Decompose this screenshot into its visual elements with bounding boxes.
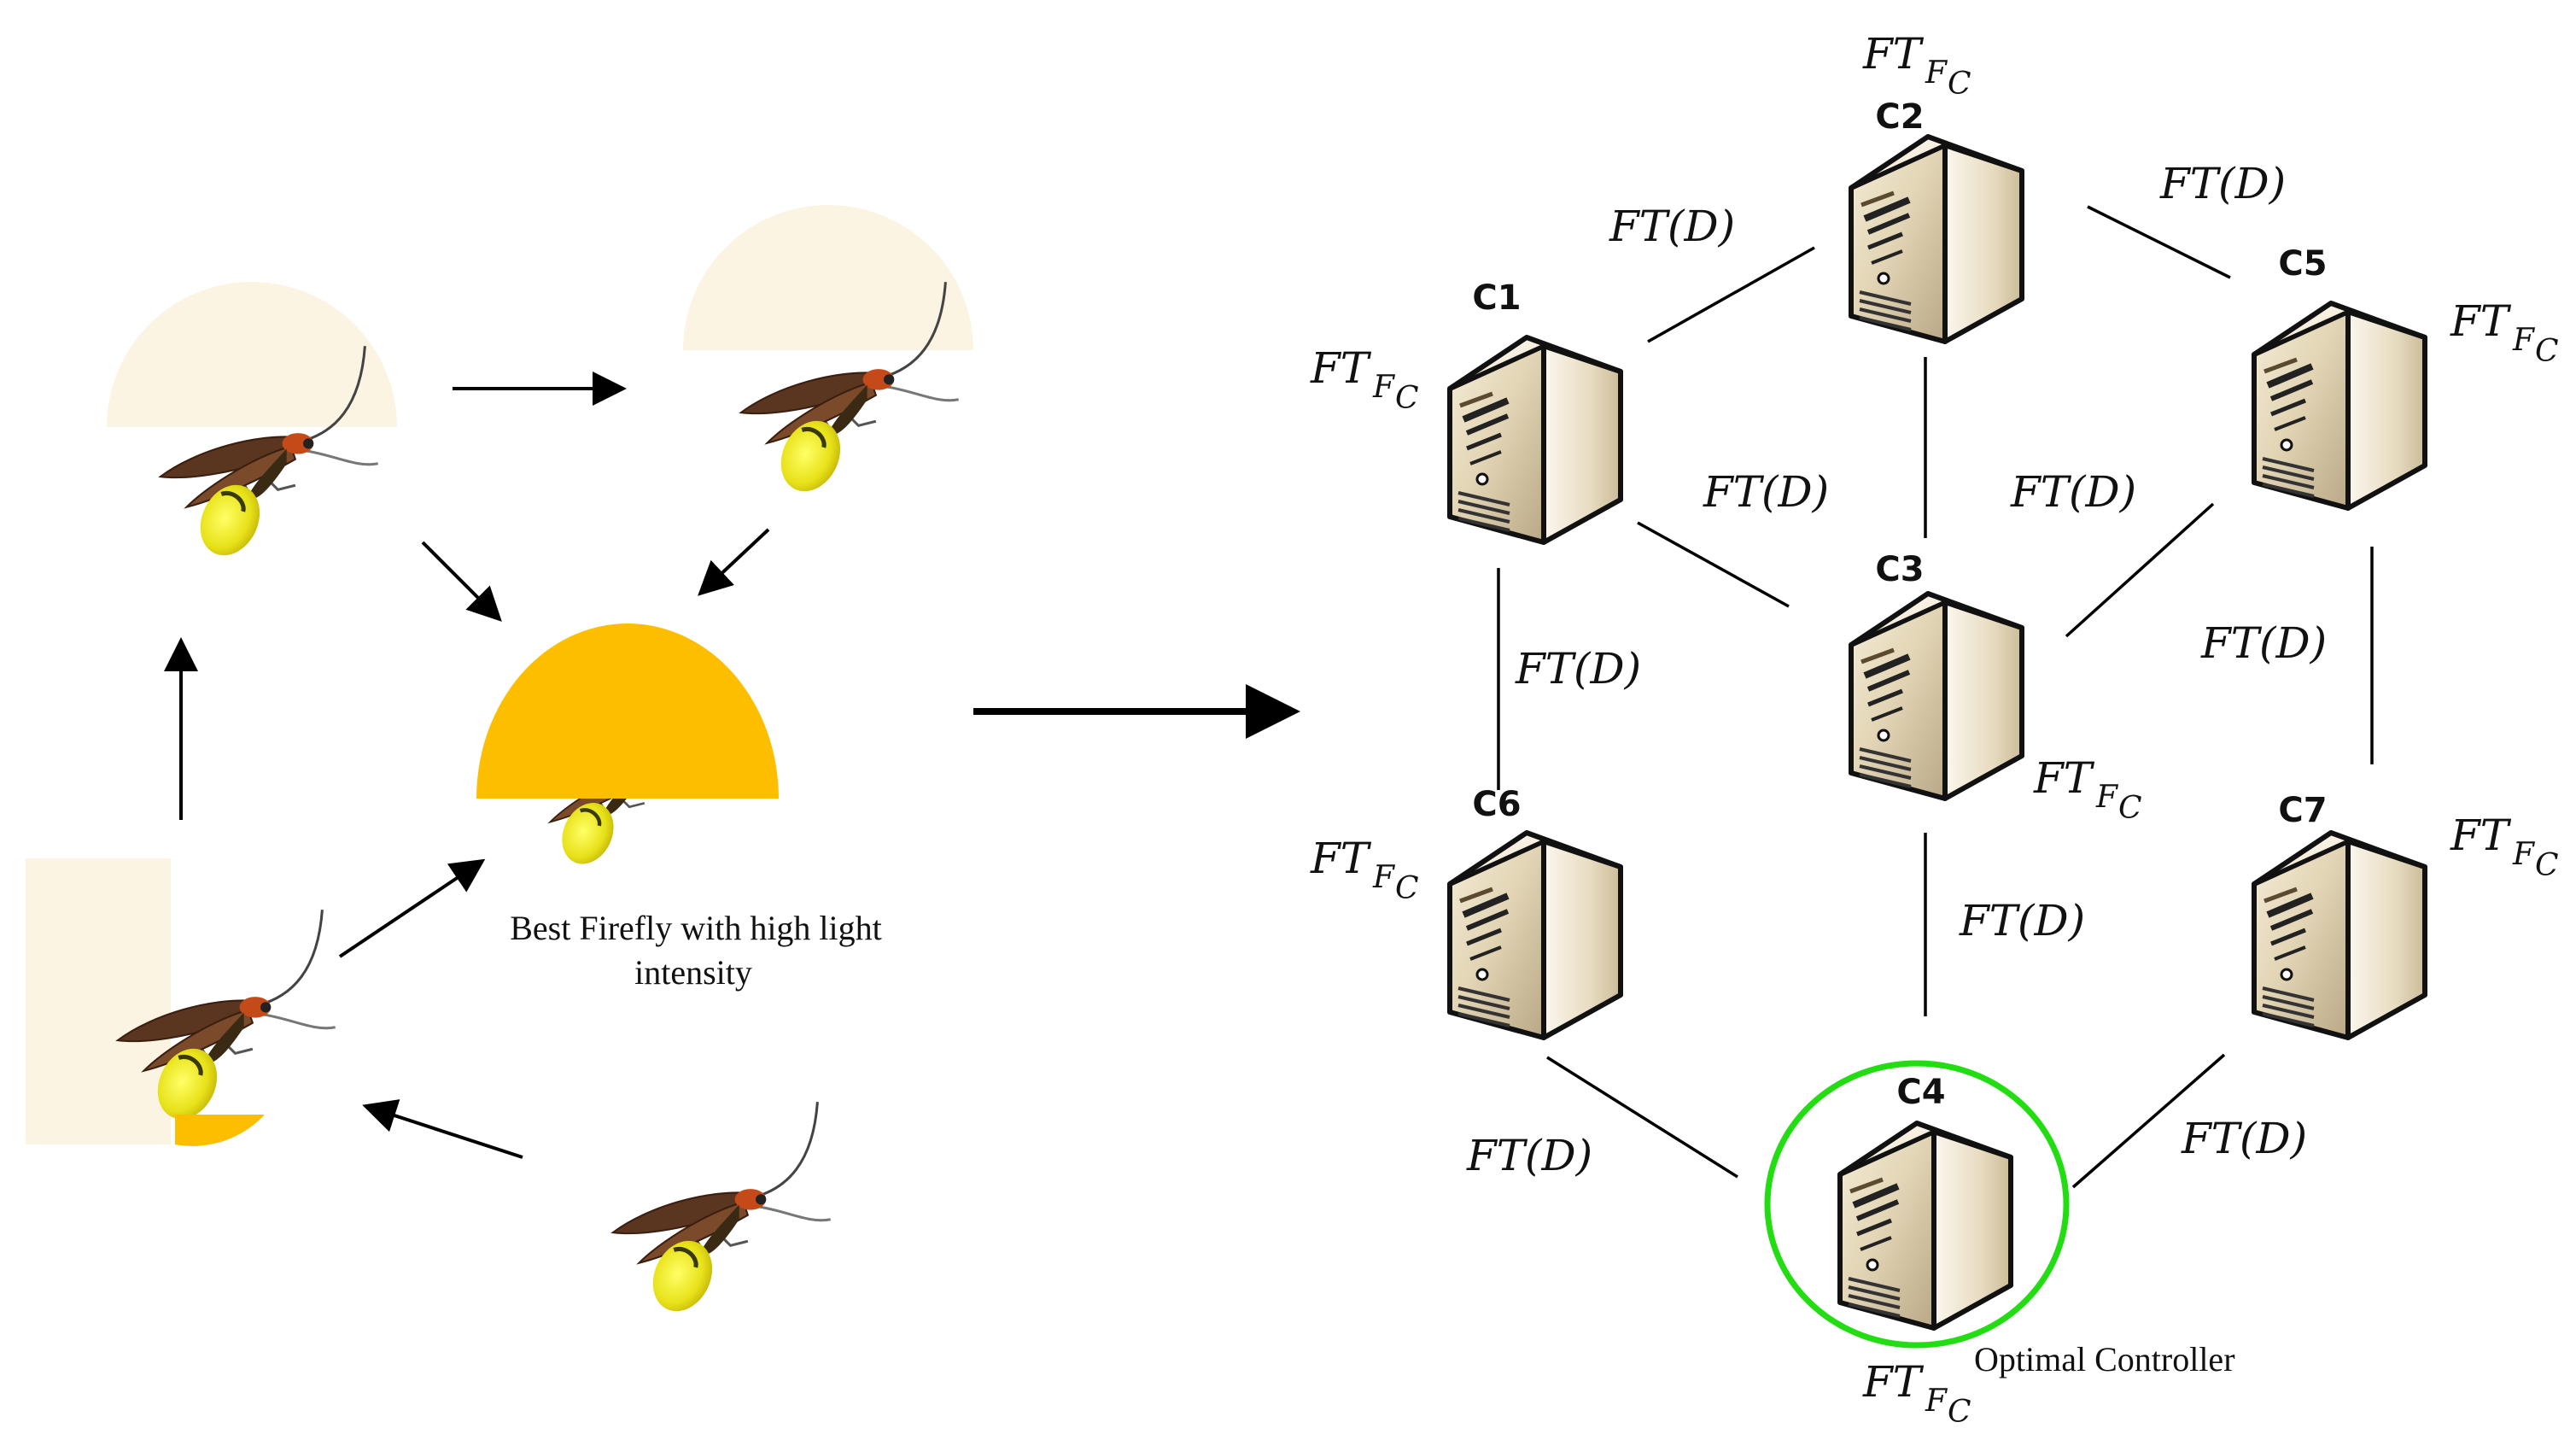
server-tower-icon <box>1450 833 1621 1038</box>
ft-fc-label: FT F C <box>2033 753 2142 826</box>
server-tower-icon <box>1450 337 1621 542</box>
arrow <box>362 1099 523 1159</box>
svg-text:F: F <box>1372 370 1396 405</box>
arrow <box>698 528 770 596</box>
controller-c5: C5 <box>2254 244 2425 508</box>
ft-d-label: FT(D) <box>2159 159 2286 208</box>
controller-c7: C7 <box>2254 791 2425 1038</box>
svg-text:FT: FT <box>1862 1357 1925 1407</box>
ft-d-label: FT(D) <box>1609 202 1735 251</box>
svg-text:C: C <box>2535 334 2559 369</box>
controller-label: C7 <box>2278 791 2327 830</box>
best-firefly-caption-line2: intensity <box>634 953 752 992</box>
svg-text:F: F <box>1925 56 1948 91</box>
svg-text:C: C <box>1395 381 1419 416</box>
arrow <box>421 541 502 622</box>
link-c1-c2 <box>1647 246 1815 343</box>
svg-text:FT: FT <box>2033 753 2095 803</box>
firefly-icon <box>613 1102 831 1320</box>
svg-text:C: C <box>1948 67 1971 102</box>
ft-fc-label: FT F C <box>2450 296 2559 369</box>
controller-c1: C1 <box>1450 278 1621 542</box>
svg-text:F: F <box>2095 780 2119 815</box>
svg-text:F: F <box>1925 1384 1948 1419</box>
ft-d-label: FT(D) <box>1515 644 1641 694</box>
server-tower-icon <box>1851 137 2022 342</box>
svg-text:F: F <box>2512 837 2536 872</box>
link-c7-c4 <box>2071 1053 2226 1189</box>
best-firefly-caption: Best Firefly with high light <box>510 909 882 947</box>
faint-glow-top-left <box>107 282 397 427</box>
faint-glow-top-right <box>683 205 973 350</box>
controller-label: C2 <box>1875 97 1924 137</box>
link-c6-c4 <box>1546 1056 1738 1179</box>
link-c1-c3 <box>1637 521 1790 608</box>
left-panel: Best Firefly with high light intensity <box>26 205 973 1321</box>
ft-fc-label: FT F C <box>1310 834 1419 906</box>
link-c3-c5 <box>2065 502 2215 638</box>
network-links <box>1497 205 2374 1189</box>
svg-text:C: C <box>1948 1395 1971 1430</box>
controller-c6: C6 <box>1450 785 1621 1038</box>
faint-glow-bottom-left-fill <box>26 858 171 1144</box>
svg-text:FT: FT <box>2450 296 2512 346</box>
server-tower-icon <box>1851 594 2022 799</box>
ft-d-label: FT(D) <box>2200 618 2327 668</box>
svg-text:C: C <box>2535 848 2559 883</box>
server-tower-icon <box>2254 833 2425 1038</box>
svg-text:FT: FT <box>1310 343 1372 393</box>
controller-network: C1 C2 C3 C4 C5 C6 C7 FT F C <box>1310 29 2559 1430</box>
controller-label: C4 <box>1896 1073 1945 1112</box>
controller-label: C1 <box>1472 278 1521 318</box>
controller-label: C5 <box>2278 244 2327 284</box>
ft-fc-label: FT F C <box>1862 1357 1971 1430</box>
ft-fc-label: FT F C <box>1862 29 1971 102</box>
controller-c2: C2 <box>1851 97 2022 342</box>
svg-text:C: C <box>2118 791 2142 826</box>
ft-d-label: FT(D) <box>1959 896 2085 945</box>
svg-text:FT: FT <box>1310 834 1372 883</box>
optimal-controller-caption: Optimal Controller <box>1974 1340 2235 1378</box>
light-glow-icon <box>476 623 779 799</box>
controller-c4: C4 <box>1840 1073 2011 1328</box>
ft-d-label: FT(D) <box>1466 1131 1592 1180</box>
arrow <box>338 858 486 958</box>
server-tower-icon <box>2254 303 2425 508</box>
ft-fc-label: FT F C <box>1310 343 1419 416</box>
ft-fc-label: FT F C <box>2450 811 2559 883</box>
ft-d-label: FT(D) <box>2181 1114 2307 1163</box>
best-firefly <box>476 623 779 872</box>
controller-label: C3 <box>1875 550 1924 589</box>
ft-d-label: FT(D) <box>1703 467 1829 517</box>
light-glow-icon <box>175 1115 265 1146</box>
svg-text:C: C <box>1395 871 1419 906</box>
link-c2-c5 <box>2087 205 2231 279</box>
svg-text:FT: FT <box>1862 29 1925 79</box>
ft-d-label: FT(D) <box>2010 467 2136 517</box>
svg-text:F: F <box>1372 860 1396 895</box>
optimal-controller-highlight <box>1764 1060 2070 1349</box>
svg-text:F: F <box>2512 323 2536 358</box>
controller-label: C6 <box>1472 785 1521 824</box>
server-tower-icon <box>1840 1123 2011 1328</box>
svg-text:FT: FT <box>2450 811 2512 860</box>
controller-c3: C3 <box>1851 550 2022 799</box>
